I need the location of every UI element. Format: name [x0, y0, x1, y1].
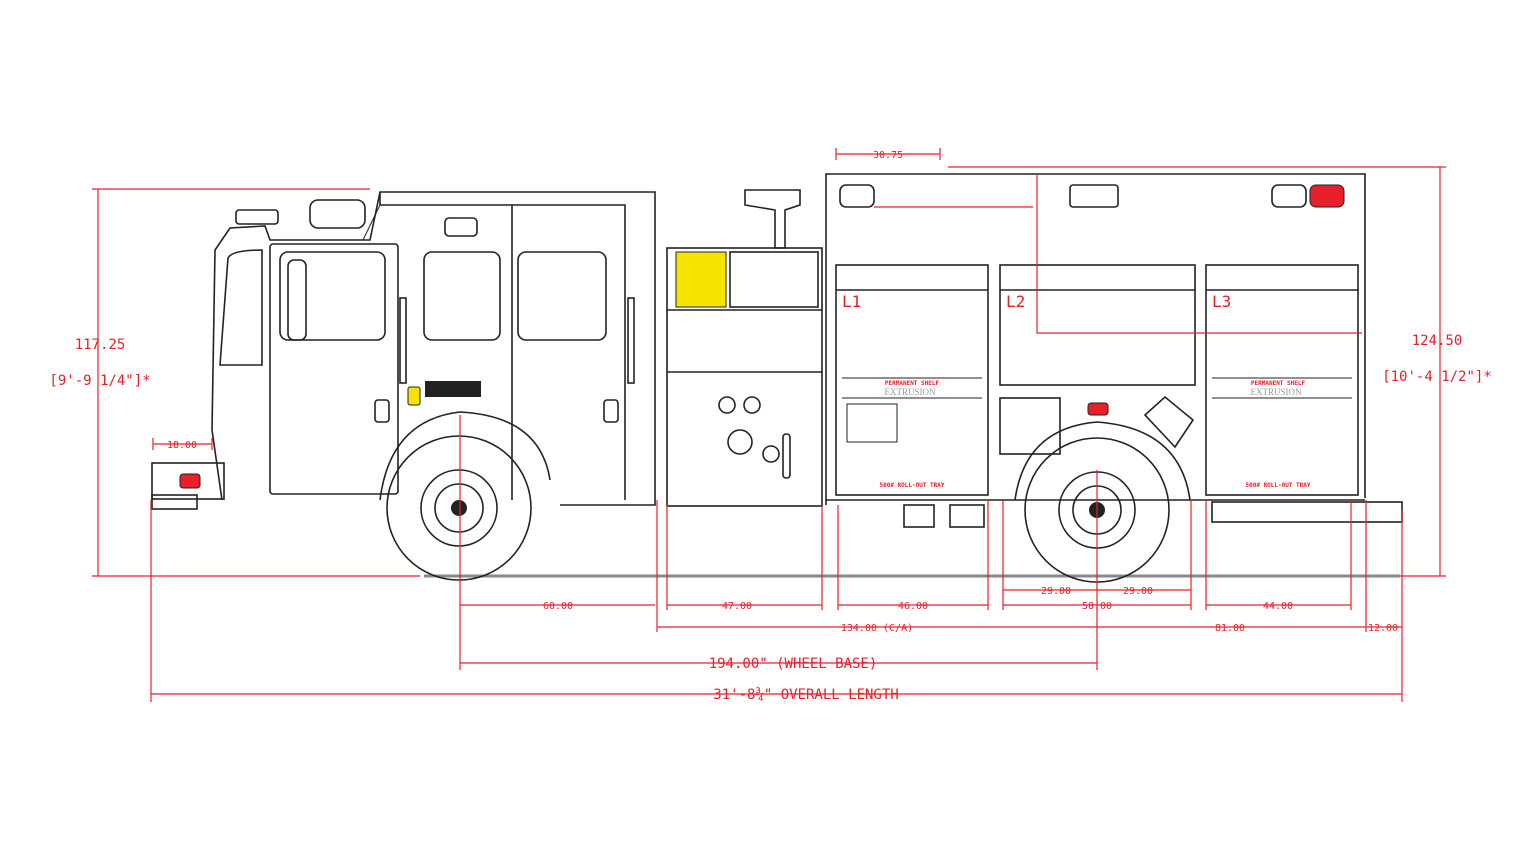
dim-47: 47.00 [722, 601, 752, 612]
dim-ca: 134.00 (C/A) [841, 623, 913, 634]
front-window [279, 251, 386, 341]
rear-window-1 [423, 251, 501, 341]
door-handle [374, 399, 390, 423]
tray-label: 500# ROLL-OUT TRAY [879, 482, 944, 489]
compartment-label-l1: L1 [842, 292, 861, 311]
front-bumper-label: 18.00 [167, 440, 197, 451]
top-offset-label: 30.75 [873, 150, 903, 161]
front-bumper [151, 462, 225, 500]
extrusion-label: EXTRUSION [885, 387, 936, 397]
front-door [269, 243, 399, 495]
cab-height-label: 117.25 [75, 337, 126, 353]
rear-light [1309, 184, 1345, 208]
extrusion-label: EXTRUSION [1251, 387, 1302, 397]
rear-step [1211, 501, 1403, 523]
truck-body [151, 173, 1403, 583]
shelf-label: PERMANENT SHELF [885, 380, 940, 387]
pump-module [666, 189, 823, 507]
rear-body [825, 173, 1403, 528]
yellow-panel [675, 251, 727, 308]
tray-label: 500# ROLL-OUT TRAY [1245, 482, 1310, 489]
deck-gun [744, 189, 801, 249]
front-wheel [386, 435, 532, 581]
dim-44: 44.00 [1263, 601, 1293, 612]
overall-length-label: 31'-8¾" OVERALL LENGTH [713, 687, 898, 703]
cab-grille [425, 381, 481, 397]
mirror [287, 259, 307, 341]
dim-60: 60.00 [543, 601, 573, 612]
windshield [219, 249, 263, 366]
dim-81: 81.00 [1215, 623, 1245, 634]
wheel-base-label: 194.00" (WHEEL BASE) [709, 656, 878, 672]
dim-12: 12.00 [1368, 623, 1398, 634]
dim-29b: 29.00 [1123, 586, 1153, 597]
compartment-labels: L1 L2 L3 PERMANENT SHELF EXTRUSION 500# … [842, 292, 1311, 489]
compartment-l2 [999, 264, 1196, 386]
body-height-label: 124.50 [1412, 333, 1463, 349]
rear-window-2 [517, 251, 607, 341]
compartment-label-l2: L2 [1006, 292, 1025, 311]
shelf-label: PERMANENT SHELF [1251, 380, 1306, 387]
compartment-l3 [1205, 264, 1359, 496]
compartment-label-l3: L3 [1212, 292, 1231, 311]
light-bar [235, 209, 279, 225]
body-height-ft-label: [10'-4 1/2"]* [1382, 369, 1492, 385]
dimension-labels: 117.25 [9'-9 1/4"]* 124.50 [10'-4 1/2"]*… [49, 150, 1491, 703]
pump-panel [666, 247, 823, 507]
siren [309, 199, 366, 229]
dim-46: 46.00 [898, 601, 928, 612]
door-handle [603, 399, 619, 423]
dim-58: 58.00 [1082, 601, 1112, 612]
dimension-lines [92, 148, 1446, 702]
cab [151, 191, 656, 510]
compartment-l1 [835, 264, 989, 496]
cab-height-ft-label: [9'-9 1/4"]* [49, 373, 150, 389]
marker-light [179, 473, 201, 489]
dim-29a: 29.00 [1041, 586, 1071, 597]
pump-inlet [727, 429, 753, 455]
